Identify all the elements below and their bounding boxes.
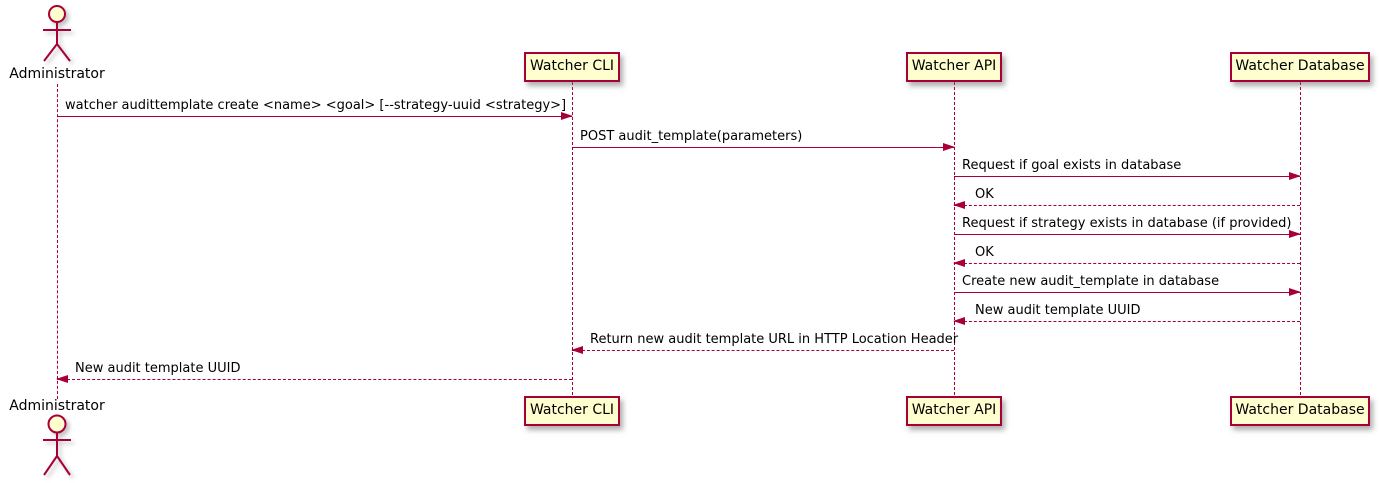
lifeline-watcher-cli (572, 82, 573, 395)
arrowhead-right-icon (1289, 230, 1301, 238)
participant-watcher-database-bottom: Watcher Database (1230, 396, 1370, 426)
message-arrow-7 (954, 288, 1301, 296)
message-arrow-6 (953, 259, 1300, 267)
message-label-post-audit-template: POST audit_template(parameters) (580, 129, 803, 144)
message-arrow-3 (954, 172, 1301, 180)
actor-icon (43, 5, 71, 62)
lifeline-administrator (57, 84, 58, 399)
actor-label-administrator-bottom: Administrator (9, 398, 105, 414)
arrowhead-left-icon (571, 346, 583, 354)
arrowhead-left-icon (953, 317, 965, 325)
arrowhead-left-icon (56, 375, 68, 383)
participant-watcher-api-bottom: Watcher API (906, 396, 1002, 426)
arrowhead-right-icon (943, 143, 955, 151)
lifeline-watcher-api (954, 82, 955, 395)
arrowhead-left-icon (953, 259, 965, 267)
message-label-return-url: Return new audit template URL in HTTP Lo… (590, 332, 959, 347)
arrowhead-right-icon (1289, 288, 1301, 296)
message-arrow-1 (57, 112, 573, 120)
message-label-request-strategy: Request if strategy exists in database (… (962, 216, 1292, 231)
participant-watcher-database-top: Watcher Database (1230, 52, 1370, 82)
participant-watcher-cli-top: Watcher CLI (524, 52, 620, 82)
message-label-new-uuid-db: New audit template UUID (975, 303, 1141, 318)
message-label-request-goal: Request if goal exists in database (962, 158, 1182, 173)
message-label-new-uuid-admin: New audit template UUID (75, 361, 241, 376)
message-arrow-2 (572, 143, 955, 151)
message-arrow-5 (954, 230, 1301, 238)
message-arrow-9 (571, 346, 954, 354)
actor-icon (43, 414, 71, 476)
arrowhead-right-icon (561, 112, 573, 120)
participant-watcher-api-top: Watcher API (906, 52, 1002, 82)
message-label-ok-goal: OK (975, 187, 994, 202)
participant-watcher-cli-bottom: Watcher CLI (524, 396, 620, 426)
message-label-ok-strategy: OK (975, 245, 994, 260)
arrowhead-left-icon (953, 201, 965, 209)
message-arrow-8 (953, 317, 1300, 325)
message-arrow-4 (953, 201, 1300, 209)
message-label-create-audittemplate: watcher audittemplate create <name> <goa… (65, 98, 567, 113)
arrowhead-right-icon (1289, 172, 1301, 180)
actor-label-administrator-top: Administrator (9, 66, 105, 82)
lifeline-watcher-database (1300, 82, 1301, 395)
message-arrow-10 (56, 375, 572, 383)
message-label-create-in-db: Create new audit_template in database (962, 274, 1220, 289)
